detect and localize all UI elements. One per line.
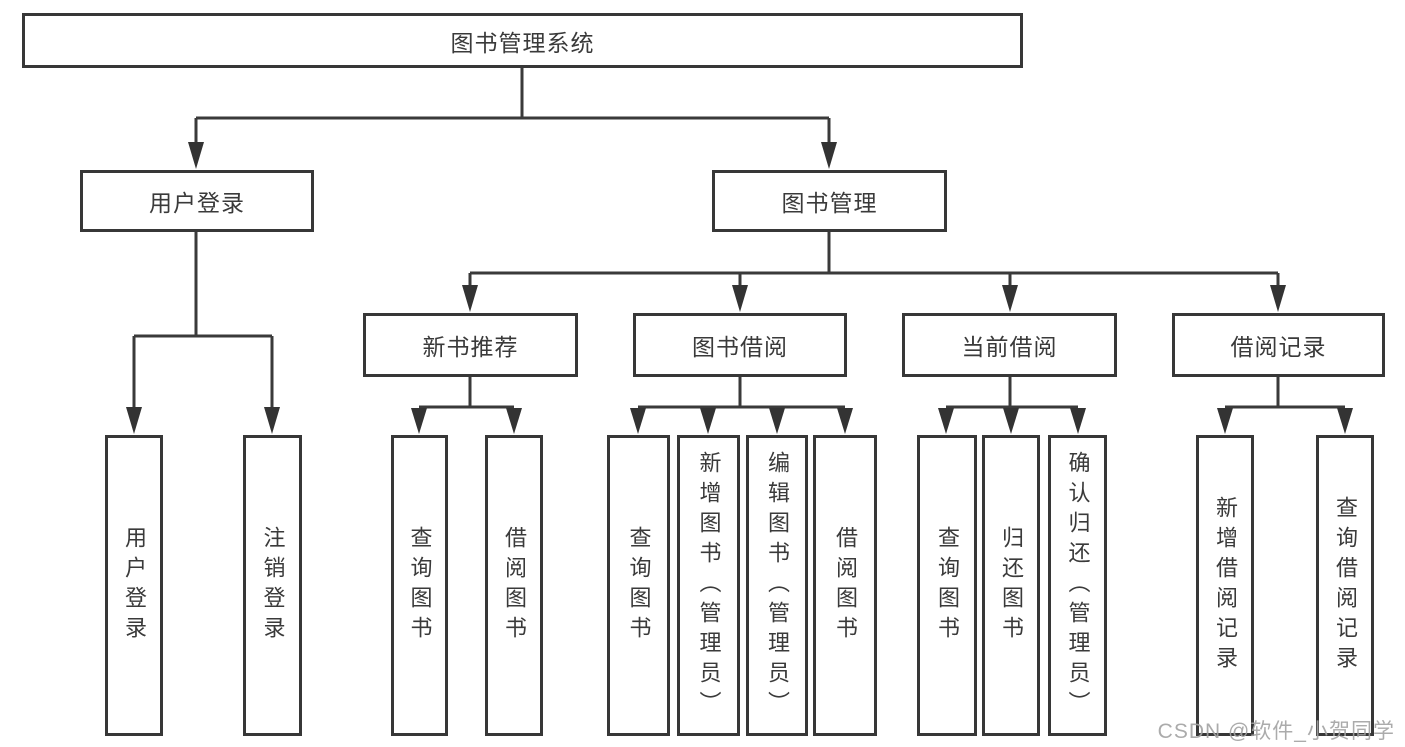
node-leaf-cb-query-books: 查询图书 xyxy=(917,435,977,736)
connector-book-borrow-to-leaves xyxy=(630,377,853,434)
node-leaf-br-add-record: 新增借阅记录 xyxy=(1196,435,1254,736)
node-book-borrow-label: 图书借阅 xyxy=(692,334,788,360)
node-root-label: 图书管理系统 xyxy=(450,29,595,56)
node-book-mgmt: 图书管理 xyxy=(712,170,947,232)
connector-current-borrow-to-leaves xyxy=(938,377,1086,434)
node-leaf-logout: 注销登录 xyxy=(243,435,302,736)
node-leaf-cb-return-books-label: 归还图书 xyxy=(999,525,1024,646)
node-leaf-bb-add-books: 新增图书（管理员） xyxy=(677,435,740,736)
node-leaf-bb-edit-books-label: 编辑图书（管理员） xyxy=(765,450,790,721)
watermark: CSDN @软件_小贺同学 xyxy=(1157,720,1395,743)
node-leaf-bb-edit-books: 编辑图书（管理员） xyxy=(746,435,808,736)
connector-book-mgmt-to-level2 xyxy=(462,232,1286,312)
node-leaf-user-login-label: 用户登录 xyxy=(122,525,147,646)
node-leaf-rec-query-books-label: 查询图书 xyxy=(407,525,433,646)
node-leaf-cb-confirm-return-label: 确认归还（管理员） xyxy=(1065,450,1091,721)
node-new-book-rec: 新书推荐 xyxy=(363,313,578,377)
node-leaf-bb-query-books-label: 查询图书 xyxy=(626,525,652,646)
node-user-login: 用户登录 xyxy=(80,170,314,232)
node-user-login-label: 用户登录 xyxy=(149,190,245,216)
node-leaf-bb-borrow-books: 借阅图书 xyxy=(813,435,877,736)
node-leaf-user-login: 用户登录 xyxy=(105,435,163,736)
node-leaf-rec-borrow-books: 借阅图书 xyxy=(485,435,543,736)
node-leaf-bb-query-books: 查询图书 xyxy=(607,435,670,736)
connector-user-login-to-leaves xyxy=(126,232,280,434)
node-leaf-br-query-record-label: 查询借阅记录 xyxy=(1333,495,1358,676)
node-leaf-br-query-record: 查询借阅记录 xyxy=(1316,435,1374,736)
node-leaf-bb-add-books-label: 新增图书（管理员） xyxy=(696,450,722,721)
connector-root-to-level1 xyxy=(188,67,837,169)
node-leaf-rec-query-books: 查询图书 xyxy=(391,435,448,736)
connector-borrow-records-to-leaves xyxy=(1217,377,1353,434)
node-borrow-records-label: 借阅记录 xyxy=(1230,334,1327,360)
node-borrow-records: 借阅记录 xyxy=(1172,313,1385,377)
node-leaf-bb-borrow-books-label: 借阅图书 xyxy=(833,525,858,646)
node-current-borrow-label: 当前借阅 xyxy=(961,334,1058,360)
node-leaf-cb-query-books-label: 查询图书 xyxy=(935,525,960,646)
node-leaf-rec-borrow-books-label: 借阅图书 xyxy=(502,525,527,646)
node-root: 图书管理系统 xyxy=(22,13,1023,68)
node-book-mgmt-label: 图书管理 xyxy=(781,190,878,216)
connector-new-book-rec-to-leaves xyxy=(411,377,522,434)
node-leaf-cb-confirm-return: 确认归还（管理员） xyxy=(1048,435,1107,736)
node-leaf-br-add-record-label: 新增借阅记录 xyxy=(1213,495,1238,676)
node-new-book-rec-label: 新书推荐 xyxy=(422,334,519,360)
node-leaf-logout-label: 注销登录 xyxy=(260,525,286,646)
node-current-borrow: 当前借阅 xyxy=(902,313,1117,377)
node-book-borrow: 图书借阅 xyxy=(633,313,847,377)
node-leaf-cb-return-books: 归还图书 xyxy=(982,435,1040,736)
